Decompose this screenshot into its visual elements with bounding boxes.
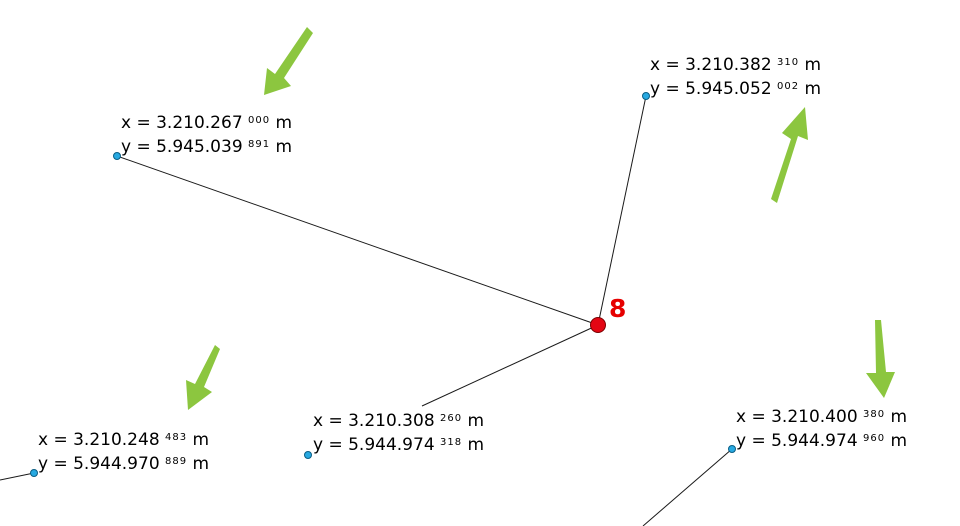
- connector-line: [421, 324, 599, 407]
- coordinate-y: y = 5.944.970 889 m: [38, 454, 210, 474]
- coordinate-x: x = 3.210.400 380 m: [736, 407, 908, 427]
- direction-arrow-icon: [186, 345, 220, 410]
- connector-line: [116, 155, 599, 326]
- survey-point: [113, 152, 121, 160]
- coordinate-x: x = 3.210.308 260 m: [313, 411, 485, 431]
- coordinate-label: x = 3.210.400 380 m y = 5.944.974 960 m: [736, 404, 907, 452]
- coordinate-y: y = 5.944.974 318 m: [313, 435, 485, 455]
- station-marker: [590, 317, 606, 333]
- connector-line: [642, 448, 733, 526]
- survey-point: [642, 92, 650, 100]
- coordinate-x: x = 3.210.382 310 m: [650, 55, 822, 75]
- coordinate-y: y = 5.945.052 002 m: [650, 79, 822, 99]
- survey-point: [728, 445, 736, 453]
- station-label: 8: [609, 294, 627, 323]
- coordinate-y: y = 5.944.974 960 m: [736, 431, 908, 451]
- coordinate-x: x = 3.210.248 483 m: [38, 430, 210, 450]
- coordinate-label: x = 3.210.308 260 m y = 5.944.974 318 m: [313, 408, 484, 456]
- direction-arrow-icon: [866, 320, 895, 398]
- direction-arrow-icon: [771, 107, 808, 203]
- coordinate-label: x = 3.210.382 310 m y = 5.945.052 002 m: [650, 52, 821, 100]
- coordinate-label: x = 3.210.267 000 m y = 5.945.039 891 m: [121, 110, 292, 158]
- survey-point: [304, 451, 312, 459]
- connector-line: [597, 95, 647, 326]
- connector-line: [0, 472, 35, 481]
- coordinate-x: x = 3.210.267 000 m: [121, 113, 293, 133]
- direction-arrow-icon: [264, 27, 313, 95]
- survey-point: [30, 469, 38, 477]
- coordinate-label: x = 3.210.248 483 m y = 5.944.970 889 m: [38, 427, 209, 475]
- coordinate-y: y = 5.945.039 891 m: [121, 137, 293, 157]
